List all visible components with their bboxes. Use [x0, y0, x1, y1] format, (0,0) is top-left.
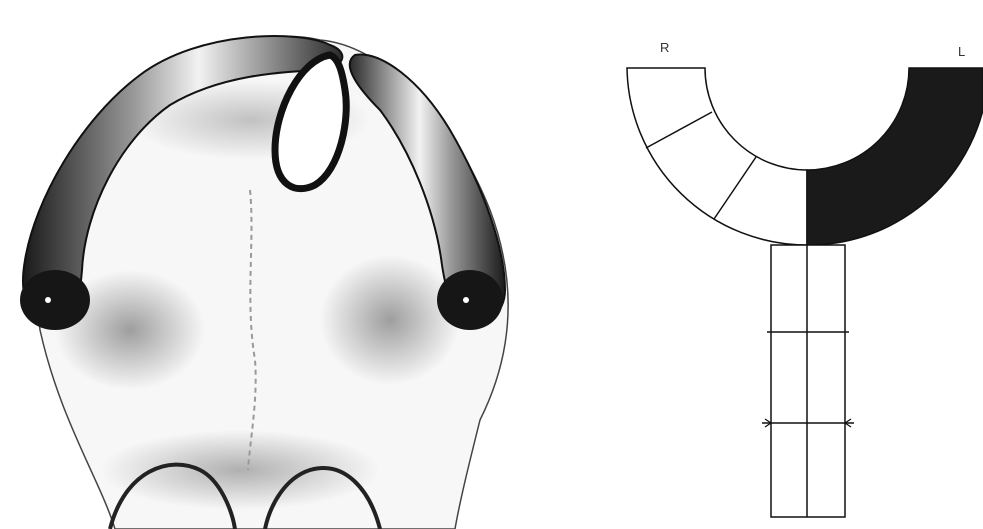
- left-crus-end: [20, 270, 90, 330]
- arch-right-half: [627, 68, 807, 245]
- anatomy-illustration: [0, 0, 560, 529]
- left-side-label: L: [958, 44, 965, 59]
- right-side-label: R: [660, 40, 669, 55]
- schematic-diagram: R L: [600, 30, 983, 529]
- arch-left-half-filled: [807, 68, 983, 245]
- shade-right: [320, 255, 460, 385]
- right-crus-end: [437, 270, 503, 330]
- stem: [771, 245, 845, 517]
